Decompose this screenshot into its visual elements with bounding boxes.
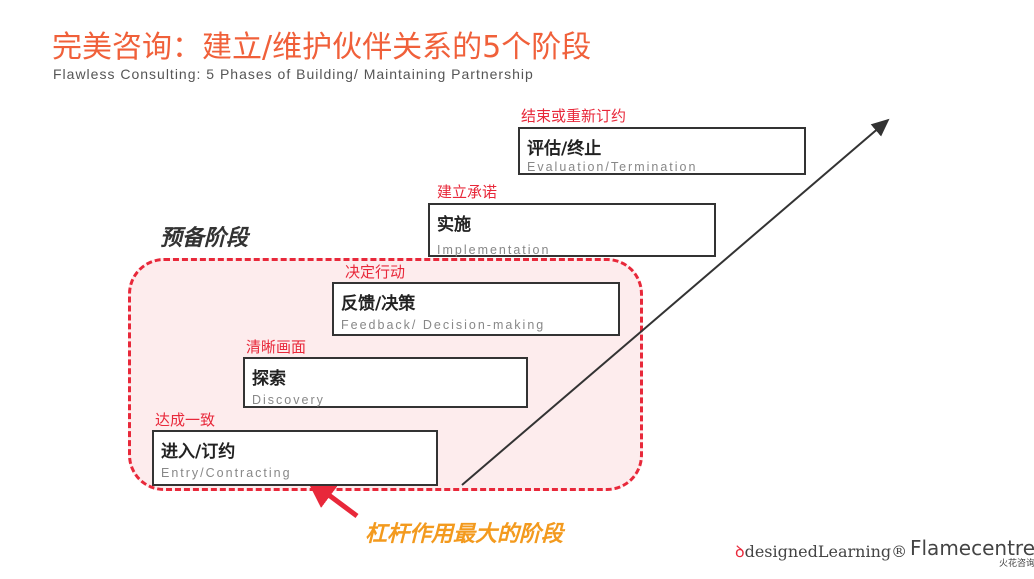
phase-outcome: 建立承诺	[437, 183, 498, 201]
logo-mark-icon: ꝺ	[735, 542, 745, 561]
growth-arrow	[461, 118, 890, 486]
phase-title: 评估/终止	[527, 139, 602, 159]
designed-learning-logo: ꝺdesignedLearning®	[735, 540, 907, 562]
phase-box-implementation: 实施 Implementation	[428, 203, 716, 257]
phase-box-entry: 进入/订约 Entry/Contracting	[152, 430, 438, 486]
phase-outcome: 清晰画面	[246, 338, 307, 356]
leverage-note: 杠杆作用最大的阶段	[365, 522, 564, 547]
phase-title: 实施	[437, 215, 471, 235]
slide-title: 完美咨询：建立/维护伙伴关系的5个阶段	[52, 30, 592, 65]
phase-subtitle: Entry/Contracting	[161, 466, 292, 480]
phase-box-feedback: 反馈/决策 Feedback/ Decision-making	[332, 282, 620, 336]
phase-title: 探索	[252, 369, 286, 389]
phase-subtitle: Evaluation/Termination	[527, 160, 698, 174]
phase-outcome: 达成一致	[155, 411, 216, 429]
phase-subtitle: Feedback/ Decision-making	[341, 318, 546, 332]
phase-subtitle: Discovery	[252, 393, 325, 407]
slide-subtitle: Flawless Consulting: 5 Phases of Buildin…	[53, 66, 534, 82]
logo-text: designedLearning®	[744, 542, 908, 561]
phase-title: 进入/订约	[161, 442, 236, 462]
zone-label: 预备阶段	[160, 226, 249, 251]
leverage-arrow	[305, 478, 359, 519]
phase-outcome: 结束或重新订约	[521, 107, 627, 125]
logo-text: Flamecentre	[910, 536, 1034, 560]
phase-box-evaluation: 评估/终止 Evaluation/Termination	[518, 127, 806, 175]
phase-title: 反馈/决策	[341, 294, 416, 314]
phase-outcome: 决定行动	[345, 263, 406, 281]
phase-box-discovery: 探索 Discovery	[243, 357, 528, 408]
phase-subtitle: Implementation	[437, 243, 551, 257]
logo-subtext: 火花咨询	[999, 559, 1034, 569]
